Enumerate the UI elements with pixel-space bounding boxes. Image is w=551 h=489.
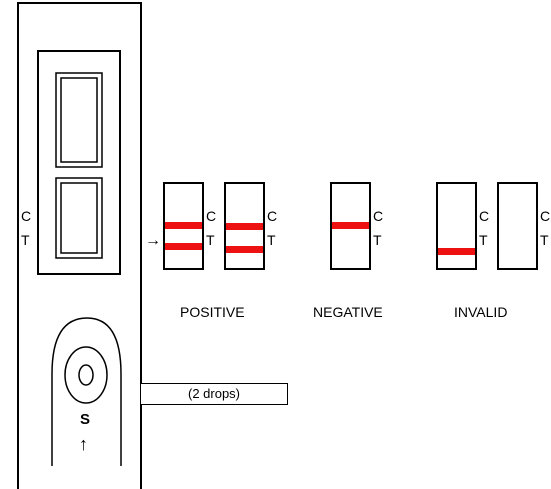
- test-line: [438, 248, 475, 255]
- strip-t-label: T: [540, 232, 549, 248]
- positive-caption: POSITIVE: [180, 304, 245, 320]
- negative-caption: NEGATIVE: [313, 304, 383, 320]
- positive-strip-1: [163, 182, 204, 270]
- window-lower-inner: [60, 182, 98, 254]
- cassette-t-label: T: [21, 232, 30, 248]
- window-lower-outer: [55, 177, 103, 259]
- sample-port-outer: [64, 346, 108, 404]
- control-line: [165, 222, 202, 229]
- control-line: [226, 223, 263, 230]
- strip-c-label: C: [373, 208, 384, 224]
- window-upper-outer: [55, 72, 103, 168]
- strip-c-label: C: [267, 208, 278, 224]
- cassette-outline: [17, 2, 142, 489]
- window-upper-inner: [60, 77, 98, 163]
- test-line: [226, 246, 263, 253]
- sample-port-inner: [78, 364, 94, 386]
- drops-callout: (2 drops): [141, 383, 288, 405]
- drops-label: (2 drops): [187, 386, 241, 401]
- negative-strip: [330, 182, 371, 270]
- strip-t-label: T: [206, 232, 215, 248]
- strip-c-label: C: [540, 208, 551, 224]
- invalid-strip-1: [436, 182, 477, 270]
- sample-label: S: [80, 411, 91, 428]
- strip-t-label: T: [479, 232, 488, 248]
- invalid-caption: INVALID: [454, 304, 508, 320]
- strip-c-label: C: [206, 208, 217, 224]
- result-window-frame: [37, 50, 121, 275]
- positive-strip-2: [224, 182, 265, 270]
- strip-t-label: T: [267, 232, 276, 248]
- control-line: [332, 222, 369, 229]
- cassette-c-label: C: [21, 208, 32, 224]
- strip-t-label: T: [373, 232, 382, 248]
- sample-well-outline: [51, 317, 122, 466]
- test-line: [165, 243, 202, 250]
- pointer-arrow-icon: →: [145, 232, 161, 249]
- sample-arrow-icon: ↑: [79, 434, 88, 454]
- invalid-strip-2: [497, 182, 538, 270]
- strip-c-label: C: [479, 208, 490, 224]
